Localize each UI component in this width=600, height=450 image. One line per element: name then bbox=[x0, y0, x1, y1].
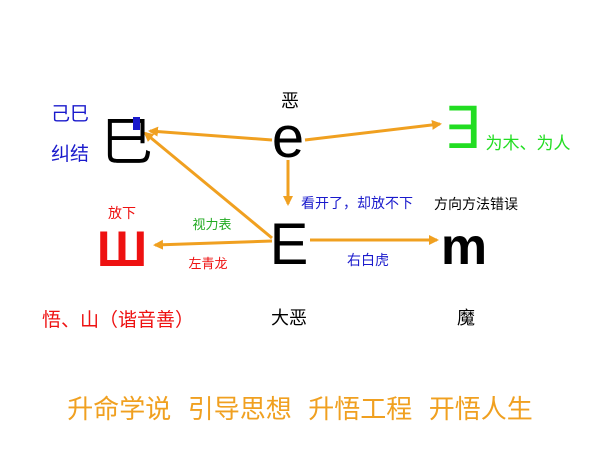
glyph-center: E bbox=[270, 212, 309, 277]
slogan: 升命学说 引导思想 升悟工程 开悟人生 bbox=[67, 395, 533, 425]
label-left-bottom: 悟、山（谐音善） bbox=[42, 309, 194, 331]
edge-label-left-bottom: 左青龙 bbox=[188, 257, 227, 272]
arrow-e-to-right-glyph bbox=[304, 119, 442, 142]
label-right-top: 为木、为人 bbox=[486, 134, 571, 154]
arrow-e-to-left-glyph bbox=[148, 126, 273, 142]
label-left-top-line2: 纠结 bbox=[51, 143, 89, 165]
edge-label-right: 右白虎 bbox=[347, 253, 389, 269]
glyph-left-top-accent bbox=[133, 117, 140, 130]
arrow-E-to-left-glyph bbox=[143, 131, 273, 240]
glyph-left-bottom: Ш bbox=[97, 221, 147, 277]
edge-label-top-to-center: 看开了，却放不下 bbox=[301, 196, 413, 212]
glyph-top: e bbox=[272, 105, 304, 170]
glyph-right-bottom: m bbox=[441, 218, 487, 276]
label-center: 大恶 bbox=[271, 308, 307, 329]
label-left-top-line1: 己巳 bbox=[51, 103, 89, 125]
label-left-bottom-above: 放下 bbox=[108, 206, 136, 222]
glyph-right-top: ∃ bbox=[444, 96, 481, 161]
label-right-bottom: 魔 bbox=[457, 308, 475, 329]
label-top: 恶 bbox=[281, 91, 299, 112]
arrow-E-to-bottom-left-glyph bbox=[153, 239, 273, 250]
label-right-bottom-above: 方向方法错误 bbox=[434, 197, 518, 213]
edge-label-left-top: 视力表 bbox=[192, 218, 231, 233]
glyph-left-top: 巳 bbox=[101, 113, 153, 173]
